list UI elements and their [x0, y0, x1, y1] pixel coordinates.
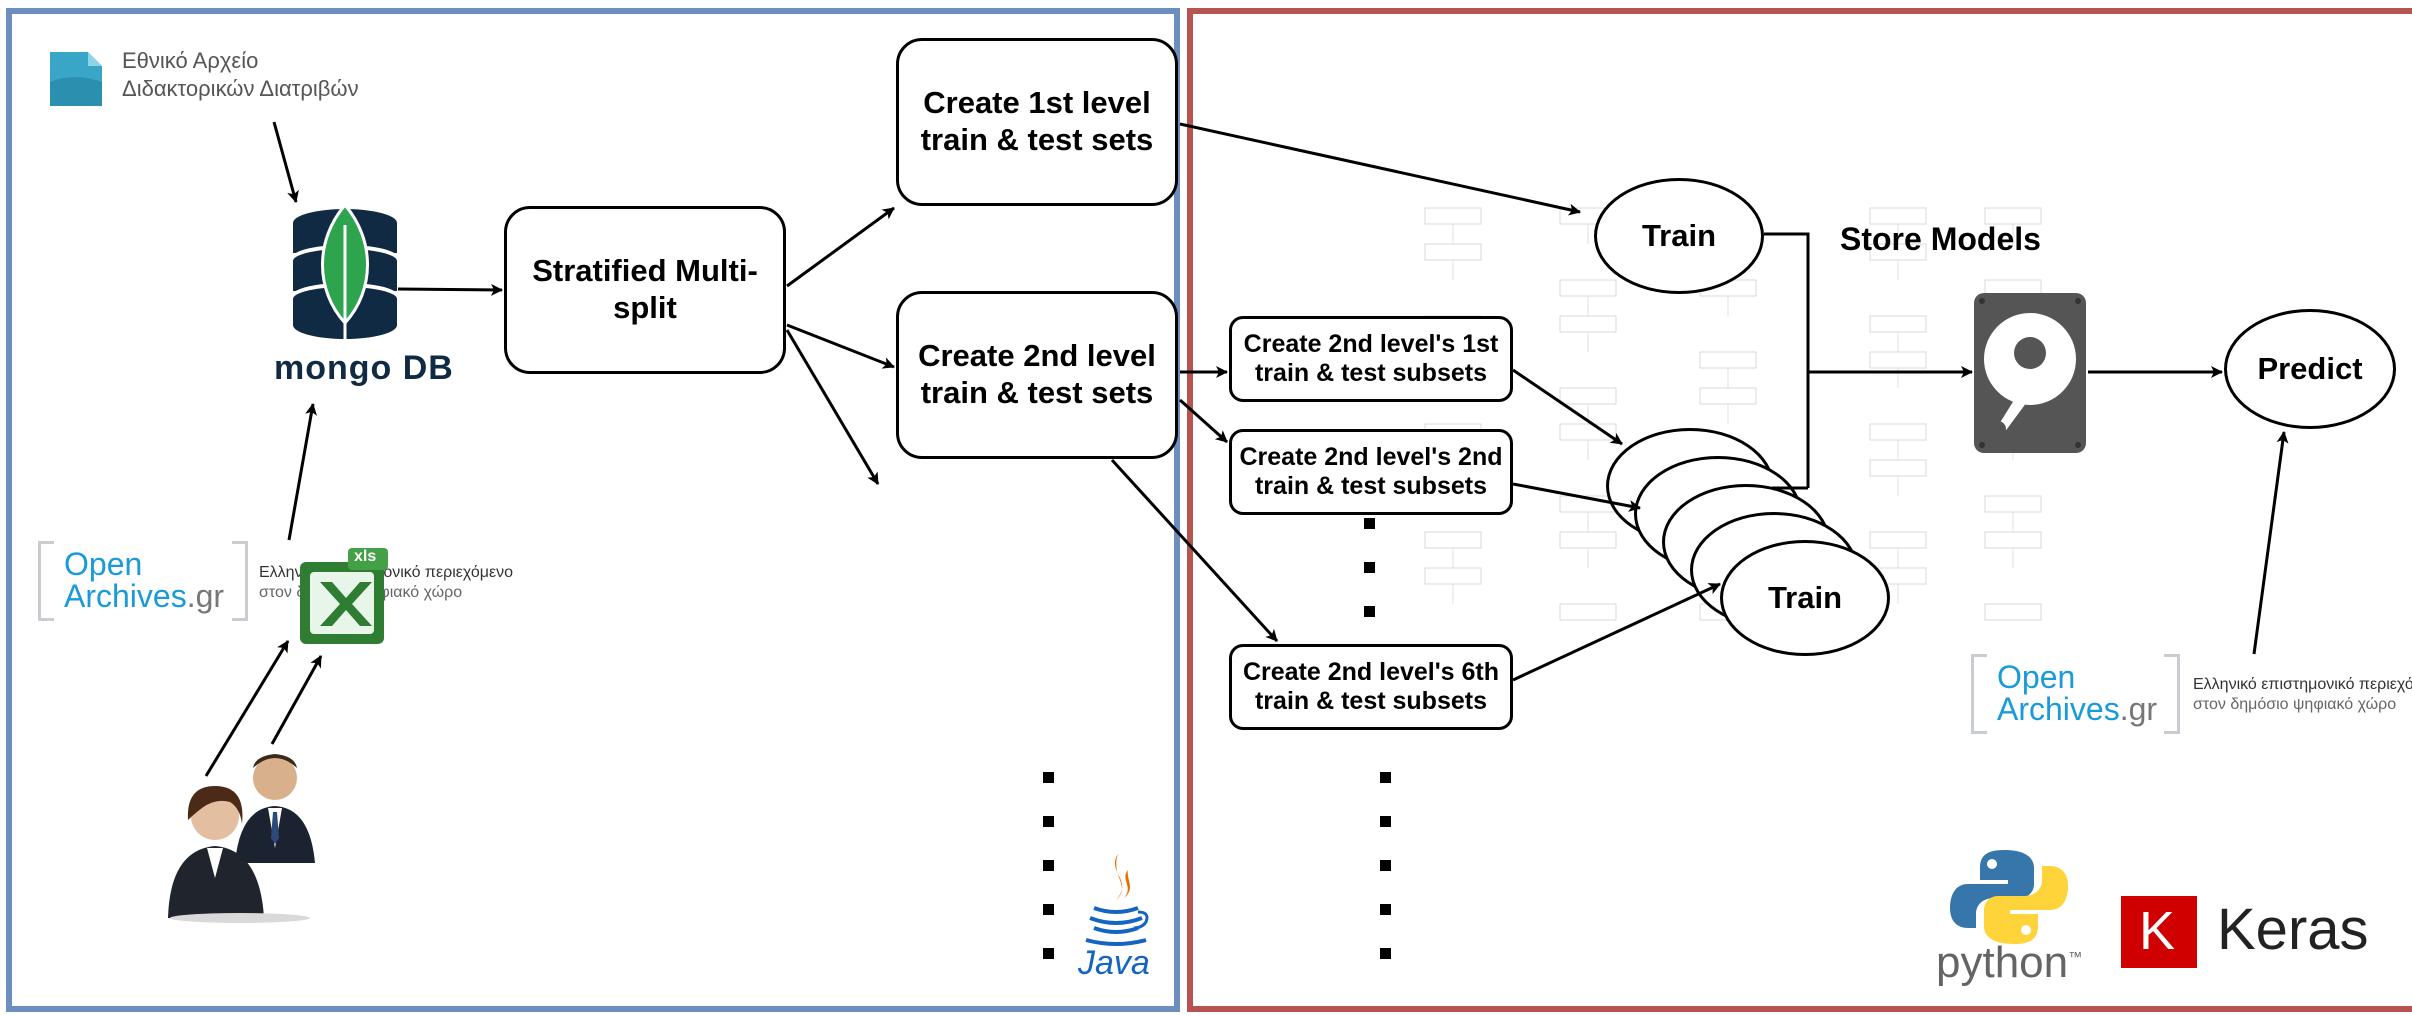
openarchives-bracket-left — [38, 541, 54, 621]
openarchives-right-word-archives: Archives.gr — [1997, 691, 2157, 728]
stratified-multisplit-box: Stratified Multi- split — [504, 206, 786, 374]
bg-graph-node-39 — [1984, 603, 2042, 621]
excel-icon — [300, 548, 388, 644]
arrow-openarchives-to-predict — [2252, 431, 2289, 655]
bg-graph-node-15 — [1559, 603, 1617, 621]
arrow-subset1-to-train-stack — [1512, 368, 1623, 446]
mongodb-leaf-icon — [293, 202, 397, 340]
arrow-second-level-to-subset2 — [1179, 398, 1228, 444]
ema-name-line2: Διδακτορικών Διατριβών — [122, 76, 359, 101]
create-second-level-box: Create 2nd level train & test sets — [896, 291, 1178, 459]
connector-train-top-merge — [1764, 232, 1810, 488]
mongodb-logo — [285, 202, 405, 350]
java-cup-icon — [1085, 854, 1149, 946]
python-logo: python™ — [1934, 846, 2084, 996]
arrow-user2-to-excel — [270, 655, 323, 745]
subset-box-2nd: Create 2nd level's 2nd train & test subs… — [1229, 429, 1513, 515]
openarchives-word-open: Open — [64, 546, 143, 582]
openarchives-right-bracket-right — [2164, 654, 2180, 734]
python-logo-icon — [1950, 850, 2068, 944]
openarchives-word-archives: Archives.gr — [64, 578, 224, 615]
subset-continuation-dots — [1364, 518, 1375, 617]
arrow-second-level-to-subset6 — [1110, 458, 1279, 643]
openarchives-right-word-open: Open — [1997, 659, 2076, 695]
ema-logo-icon — [50, 52, 102, 106]
excel-logo: xls — [296, 548, 392, 648]
python-label: python™ — [1936, 938, 2082, 988]
openarchives-right-gr-text: .gr — [2119, 691, 2158, 727]
ema-logo — [44, 48, 106, 115]
right-continuation-dots — [1380, 772, 1391, 959]
users-group — [160, 738, 325, 923]
python-label-text: python — [1936, 938, 2069, 987]
users-icon — [168, 754, 315, 923]
store-models-label: Store Models — [1840, 221, 2041, 257]
openarchives-right-bracket-left — [1971, 654, 1987, 734]
openarchives-right-tagline2: στον δημόσιο ψηφιακό χώρο — [2193, 696, 2397, 713]
arrow-stratified-to-second-level — [786, 323, 895, 369]
arrow-subset2-to-train-stack — [1512, 482, 1641, 512]
subset-box-1st: Create 2nd level's 1st train & test subs… — [1229, 316, 1513, 402]
hard-disk — [1974, 293, 2086, 453]
python-trademark: ™ — [2068, 948, 2083, 965]
openarchives-archives-text: Archives — [64, 578, 187, 614]
excel-badge: xls — [354, 548, 377, 565]
arrow-subset6-to-train-front — [1512, 582, 1721, 682]
train-ellipse-top: Train — [1594, 178, 1764, 294]
java-label: Java — [1078, 944, 1150, 982]
arrow-ema-to-mongodb — [272, 121, 299, 203]
left-panel-frame — [6, 8, 1180, 1012]
subset-box-6th: Create 2nd level's 6th train & test subs… — [1229, 644, 1513, 730]
arrow-stratified-to-third-branch — [785, 329, 880, 485]
arrow-stratified-to-first-level — [786, 206, 895, 288]
hard-disk-icon — [1974, 293, 2086, 453]
right-panel-frame — [1187, 8, 2412, 1012]
arrow-user1-to-excel — [204, 640, 290, 777]
openarchives-gr-text: .gr — [186, 578, 225, 614]
keras-label: Keras — [2217, 897, 2369, 962]
predict-ellipse: Predict — [2224, 309, 2396, 429]
create-first-level-box: Create 1st level train & test sets — [896, 38, 1178, 206]
openarchives-right-tagline1: Ελληνικό επιστημονικό περιεχόμεν — [2193, 676, 2412, 693]
openarchives-bracket-right — [232, 541, 248, 621]
arrow-mongodb-to-stratified — [397, 283, 503, 296]
java-logo: Java — [1076, 850, 1156, 990]
left-continuation-dots — [1043, 772, 1054, 959]
arrow-first-level-to-train — [1179, 122, 1581, 216]
ema-name-line1: Εθνικό Αρχείο — [122, 48, 259, 73]
keras-logo-icon — [2121, 896, 2197, 968]
openarchives-right-archives-text: Archives — [1997, 691, 2120, 727]
keras-letter: K — [2139, 901, 2176, 961]
train-ellipse-front: Train — [1720, 540, 1890, 656]
mongodb-wordmark: mongo DB — [274, 349, 454, 387]
arrow-openarchives-to-mongodb — [287, 403, 317, 541]
